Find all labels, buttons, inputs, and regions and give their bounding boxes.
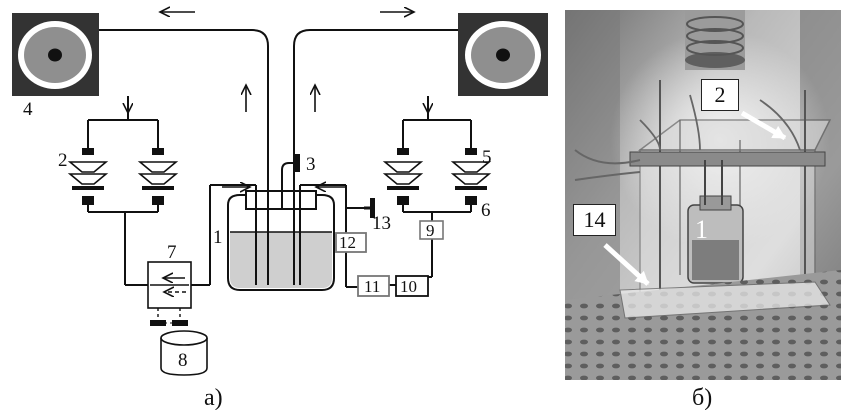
label-4: 4 (23, 99, 33, 120)
label-12: 12 (339, 233, 356, 252)
label-7: 7 (167, 242, 177, 263)
filter-left-2 (140, 148, 176, 205)
label-10: 10 (400, 277, 417, 296)
photo-callout-2: 2 (701, 79, 739, 111)
label-11: 11 (364, 277, 380, 296)
pump-right (458, 13, 548, 96)
label-13: 13 (372, 213, 391, 234)
label-2: 2 (58, 150, 68, 171)
flow-cell-7 (148, 262, 191, 326)
label-1: 1 (213, 227, 223, 248)
label-3: 3 (306, 154, 316, 175)
photo-label-1: 1 (695, 215, 708, 244)
caption-b: б) (692, 385, 712, 410)
culture-vessel (228, 154, 334, 290)
filter-right-1 (385, 148, 421, 205)
label-8: 8 (178, 350, 188, 371)
label-9: 9 (426, 221, 435, 240)
photo-fan (685, 10, 745, 70)
schematic-panel: 4 2 3 5 6 13 1 7 8 9 10 11 12 а) (12, 12, 548, 410)
caption-a: а) (204, 385, 223, 410)
flow-arrows (128, 12, 428, 187)
filter-left-1 (70, 148, 106, 205)
label-5: 5 (482, 147, 492, 168)
photo-callout-14: 14 (573, 204, 616, 236)
label-6: 6 (481, 200, 491, 221)
pump-left (12, 13, 99, 96)
